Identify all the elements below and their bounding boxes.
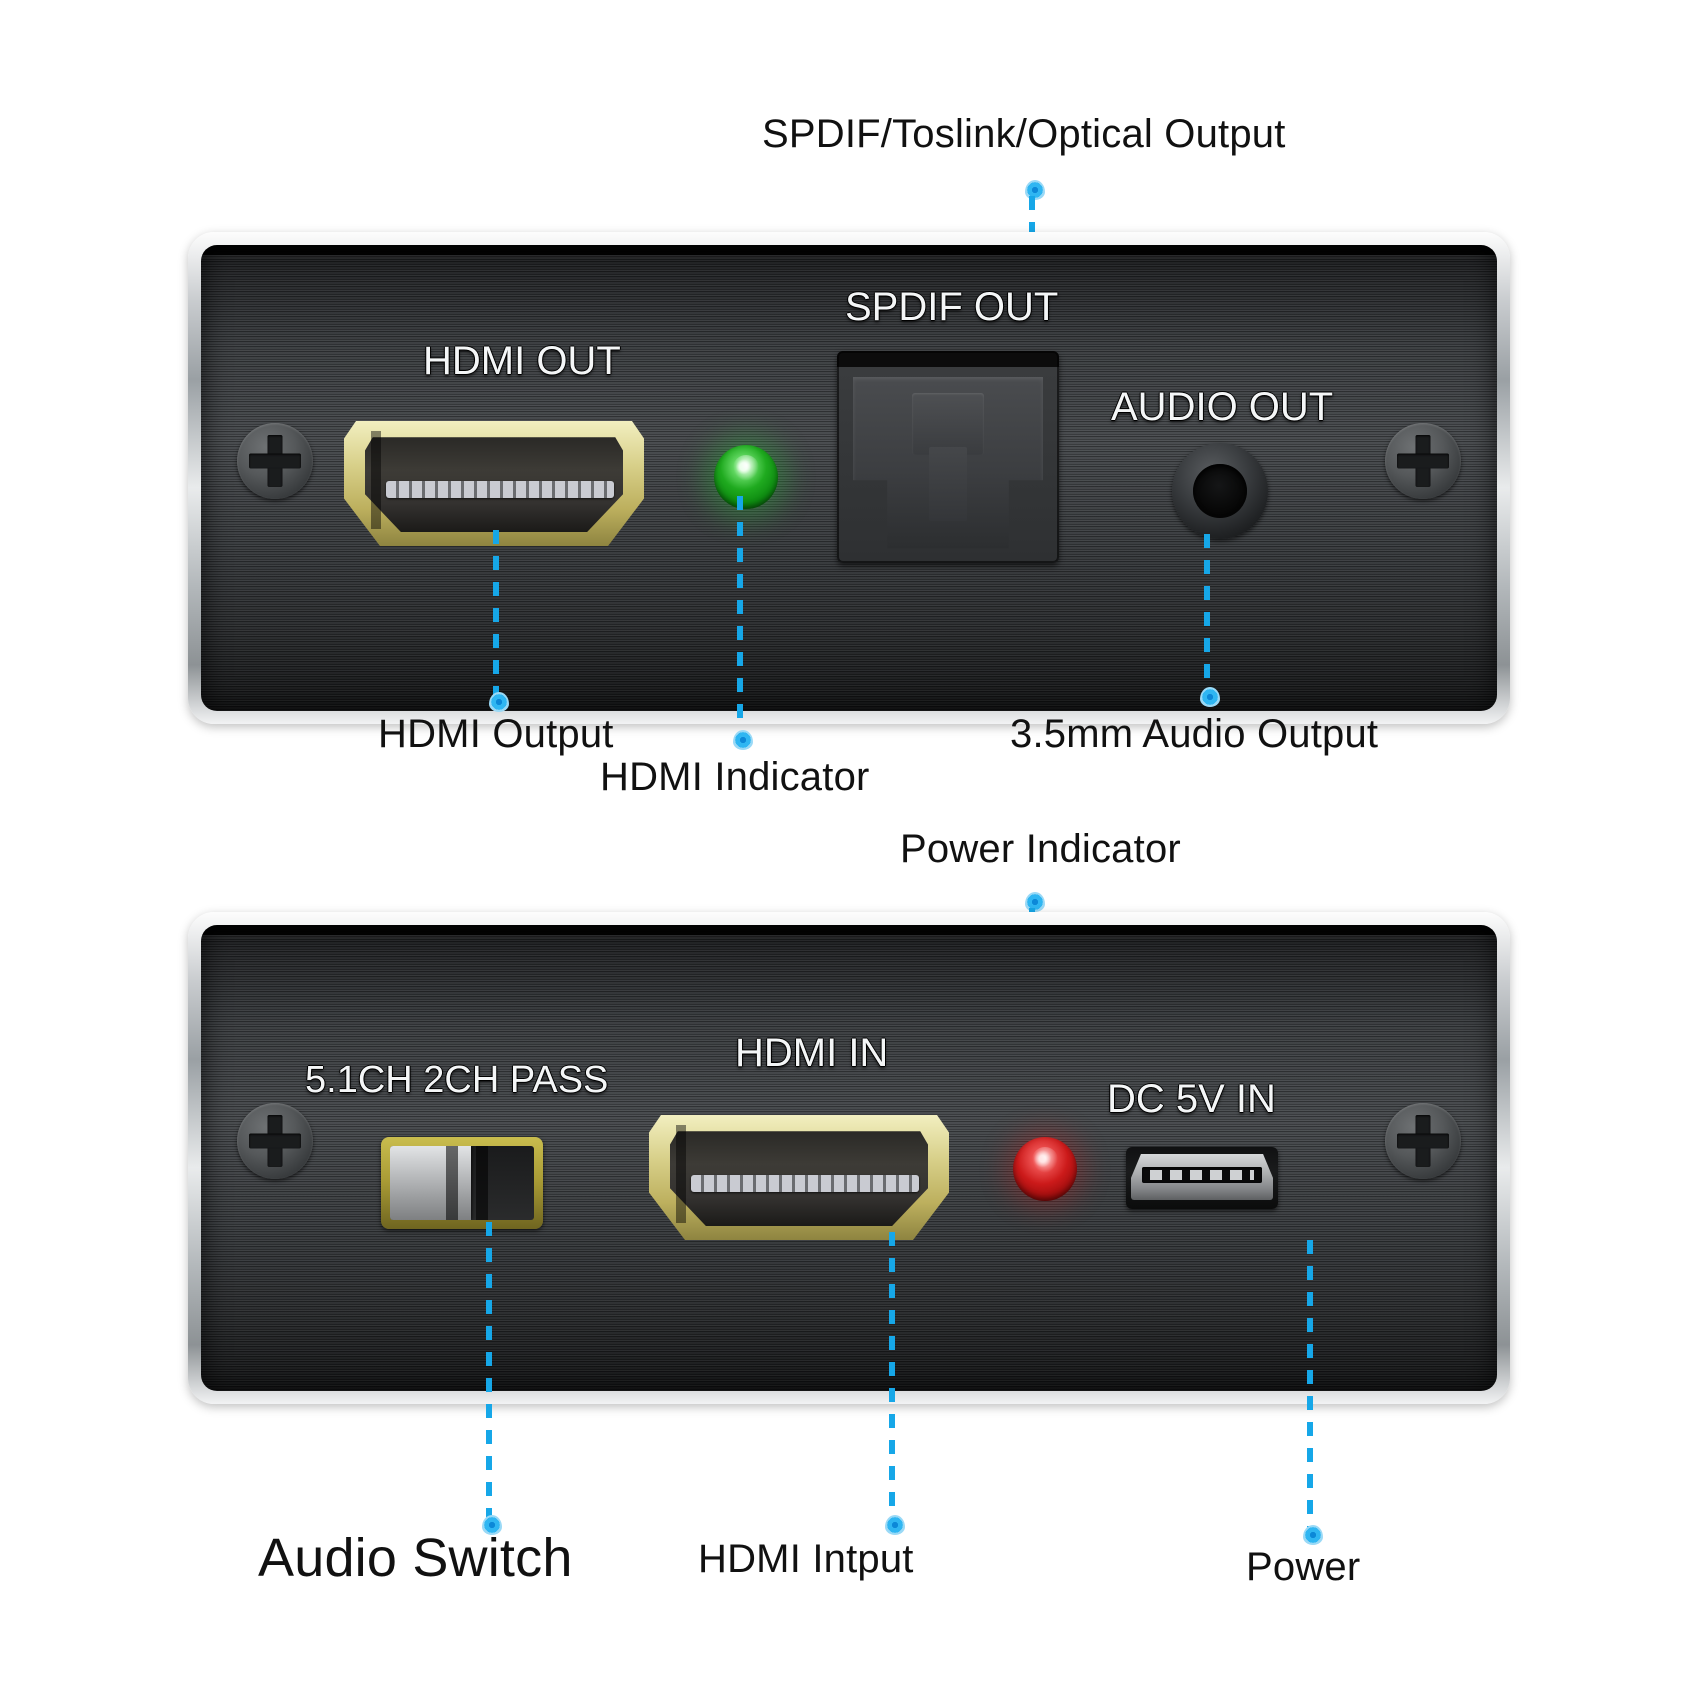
callout-dot-audio-switch	[482, 1515, 502, 1535]
callout-dot-hdmi-input	[885, 1515, 905, 1535]
callout-power: Power	[1246, 1545, 1361, 1589]
hdmi-input-notch	[676, 1125, 686, 1223]
device-back-panel: 5.1CH 2CH PASS HDMI IN DC 5V IN	[188, 912, 1510, 1404]
callout-leader-hdmi-output	[493, 530, 499, 698]
callout-dot-spdif-output	[1025, 180, 1045, 200]
back-panel-screw-left	[237, 1103, 313, 1179]
callout-dot-power	[1303, 1525, 1323, 1545]
hdmi-out-silkscreen: HDMI OUT	[423, 339, 621, 383]
callout-dot-hdmi-output	[489, 692, 509, 712]
toslink-inner-upper	[912, 393, 984, 455]
hdmi-output-pins	[386, 481, 614, 498]
callout-dot-power-indicator	[1025, 892, 1045, 912]
spdif-out-silkscreen: SPDIF OUT	[845, 285, 1059, 329]
hdmi-in-silkscreen: HDMI IN	[735, 1031, 889, 1075]
toslink-inner-lower	[929, 447, 967, 521]
hdmi-indicator-led	[714, 445, 778, 509]
callout-leader-hdmi-input	[889, 1232, 895, 1520]
callout-audio-switch: Audio Switch	[258, 1528, 573, 1588]
micro-usb-contacts	[1150, 1170, 1254, 1180]
callout-leader-power	[1307, 1240, 1313, 1530]
front-panel-screw-left	[237, 423, 313, 499]
spdif-toslink-port[interactable]	[837, 351, 1059, 563]
callout-hdmi-output: HDMI Output	[378, 712, 614, 756]
callout-leader-hdmi-indicator	[737, 496, 743, 730]
hdmi-input-pins	[691, 1175, 919, 1192]
hdmi-output-port[interactable]	[344, 421, 644, 546]
front-panel-face: HDMI OUT SPDIF OUT AUDIO OUT	[201, 245, 1497, 711]
audio-switch-knob[interactable]	[390, 1146, 471, 1220]
callout-leader-audio-switch	[486, 1222, 492, 1520]
dc-in-silkscreen: DC 5V IN	[1107, 1077, 1276, 1121]
callout-hdmi-indicator: HDMI Indicator	[600, 755, 870, 799]
audio-mode-silkscreen: 5.1CH 2CH PASS	[305, 1059, 609, 1101]
micro-usb-power-port[interactable]	[1126, 1147, 1278, 1209]
callout-dot-audio-output	[1200, 687, 1220, 707]
audio-out-silkscreen: AUDIO OUT	[1111, 385, 1334, 429]
front-panel-screw-right	[1385, 423, 1461, 499]
audio-out-jack[interactable]	[1172, 443, 1268, 539]
callout-spdif-output: SPDIF/Toslink/Optical Output	[762, 112, 1286, 156]
back-panel-screw-right	[1385, 1103, 1461, 1179]
callout-leader-audio-output	[1204, 534, 1210, 692]
device-front-panel: HDMI OUT SPDIF OUT AUDIO OUT	[188, 232, 1510, 724]
audio-switch-groove-a	[446, 1146, 458, 1220]
callout-hdmi-input: HDMI Intput	[698, 1537, 914, 1581]
audio-switch-track	[390, 1146, 534, 1220]
audio-switch-groove-b	[476, 1146, 488, 1220]
power-indicator-led	[1013, 1137, 1077, 1201]
callout-power-indicator: Power Indicator	[900, 827, 1181, 871]
callout-audio-output-35mm: 3.5mm Audio Output	[1010, 712, 1379, 756]
hdmi-output-notch	[371, 431, 381, 529]
hdmi-input-port[interactable]	[649, 1115, 949, 1240]
back-panel-face: 5.1CH 2CH PASS HDMI IN DC 5V IN	[201, 925, 1497, 1391]
audio-switch[interactable]	[381, 1137, 543, 1229]
callout-dot-hdmi-indicator	[733, 730, 753, 750]
